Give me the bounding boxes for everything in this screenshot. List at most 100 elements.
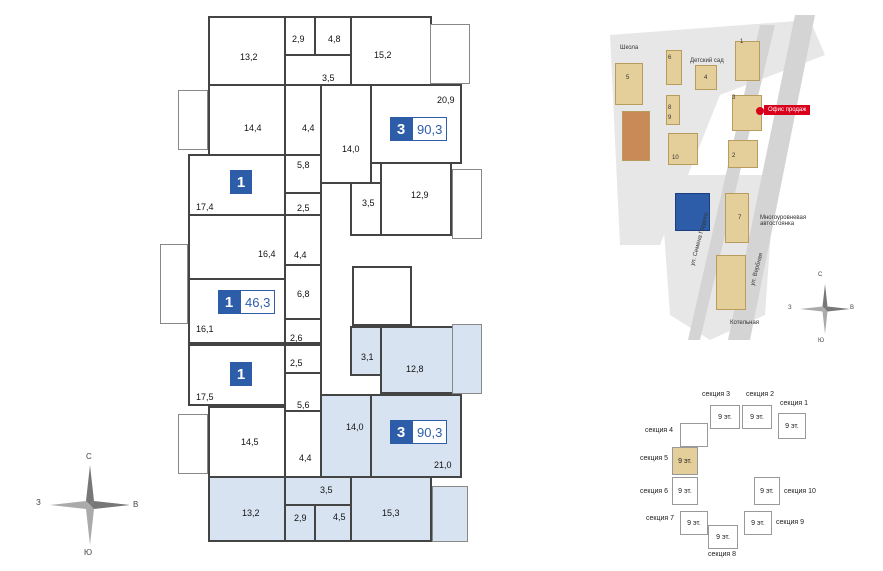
room-count: 3 [390,117,412,141]
section-1-box[interactable]: 9 эт. [778,413,806,439]
section-2-box[interactable]: 9 эт. [742,405,772,429]
parking-label: Многоуровневая автостоянка [760,215,807,227]
building-number: 9 [668,115,672,121]
compass-south: Ю [84,548,93,557]
building-number: 6 [668,55,672,61]
section-label: секция 3 [702,391,731,398]
balcony [430,24,470,84]
room-area: 14,5 [241,437,259,447]
apartment-badge[interactable]: 3 90,3 [390,117,448,141]
building-9[interactable] [716,255,746,310]
room-4-5[interactable] [314,504,352,542]
room-area: 15,3 [382,508,400,518]
parking-building[interactable] [725,193,749,243]
room-3-1[interactable] [350,326,382,376]
apartment-area: 90,3 [412,420,448,444]
room-14-0-bot[interactable] [320,394,372,482]
room-area: 3,5 [320,485,333,495]
room-area: 2,9 [294,513,307,523]
room-area: 13,2 [242,508,260,518]
room-2-6[interactable] [284,318,322,344]
compass-east: В [850,305,855,311]
building-number: 8 [668,105,672,111]
room-count: 1 [230,170,252,194]
room-13-2[interactable] [208,16,286,86]
room-16-4[interactable] [188,214,286,280]
section-label: секция 8 [708,551,737,558]
compass-east: В [133,500,139,509]
section-7-box[interactable]: 9 эт. [680,511,708,535]
room-area: 16,4 [258,249,276,259]
building-number: 1 [740,39,744,45]
sales-office-tag[interactable]: Офис продаж [764,105,811,115]
section-6-box[interactable]: 9 эт. [672,477,698,505]
corridor-3-5-bot[interactable] [284,476,352,506]
balcony [452,169,482,239]
room-count: 3 [390,420,412,444]
room-14-4[interactable] [208,84,286,156]
building-2[interactable] [728,140,758,168]
section-8-box[interactable]: 9 эт. [708,525,738,549]
room-area: 3,5 [322,73,335,83]
room-area: 15,2 [374,50,392,60]
school-building[interactable] [615,63,643,105]
building-current[interactable] [675,193,710,231]
compass-west: З [36,498,41,507]
corridor-3-5-top[interactable] [284,54,352,86]
building-1[interactable] [735,41,760,81]
room-area: 21,0 [434,460,452,470]
room-4-4-bot[interactable] [284,410,322,478]
section-5-box[interactable]: 9 эт. [672,447,698,475]
section-label: секция 9 [776,519,805,526]
building-6[interactable] [666,50,682,85]
room-4-4-top[interactable] [284,84,322,156]
section-10-box[interactable]: 9 эт. [754,477,780,505]
room-area: 17,5 [196,392,214,402]
compass-west: З [788,305,792,311]
room-14-0-top[interactable] [320,84,372,184]
room-12-9[interactable] [380,162,452,236]
section-label: секция 4 [645,427,674,434]
room-area: 16,1 [196,324,214,334]
room-area: 2,6 [290,333,303,343]
room-3-5-mid[interactable] [350,182,382,236]
section-label: секция 2 [746,391,775,398]
section-3-box[interactable]: 9 эт. [710,405,740,429]
room-5-8[interactable] [284,154,322,194]
apartment-badge[interactable]: 1 46,3 [218,290,276,314]
building-number: 10 [672,155,679,161]
building-8[interactable] [666,95,680,125]
apartment-badge[interactable]: 1 [230,362,252,386]
section-label: секция 5 [640,455,669,462]
room-area: 20,9 [437,95,455,105]
room-area: 4,8 [328,34,341,44]
room-area: 14,4 [244,123,262,133]
apartment-badge[interactable]: 1 [230,170,252,194]
room-2-9[interactable] [284,16,316,56]
room-area: 4,4 [302,123,315,133]
room-12-8[interactable] [380,326,462,394]
sales-office-marker[interactable] [756,107,764,115]
site-map: Школа Детский сад Многоуровневая автосто… [600,15,870,340]
kindergarten-building[interactable] [695,65,717,90]
apartment-area: 46,3 [240,290,276,314]
balcony [178,414,208,474]
section-4-box[interactable] [680,423,708,447]
section-9-box[interactable]: 9 эт. [744,511,772,535]
building-number: 7 [738,215,742,221]
room-area: 13,2 [240,52,258,62]
room-2-9-bot[interactable] [284,504,316,542]
room-area: 2,5 [297,203,310,213]
balcony [452,324,482,394]
apartment-area: 90,3 [412,117,448,141]
room-count: 1 [230,362,252,386]
apartment-badge[interactable]: 3 90,3 [390,420,448,444]
room-15-3[interactable] [350,476,432,542]
compass-south: Ю [818,338,825,344]
room-area: 17,4 [196,202,214,212]
section-label: секция 10 [784,488,816,495]
stadium[interactable] [622,111,650,161]
boiler-label: Котельная [730,320,760,326]
building-10[interactable] [668,133,698,165]
room-13-2-bot[interactable] [208,476,286,542]
